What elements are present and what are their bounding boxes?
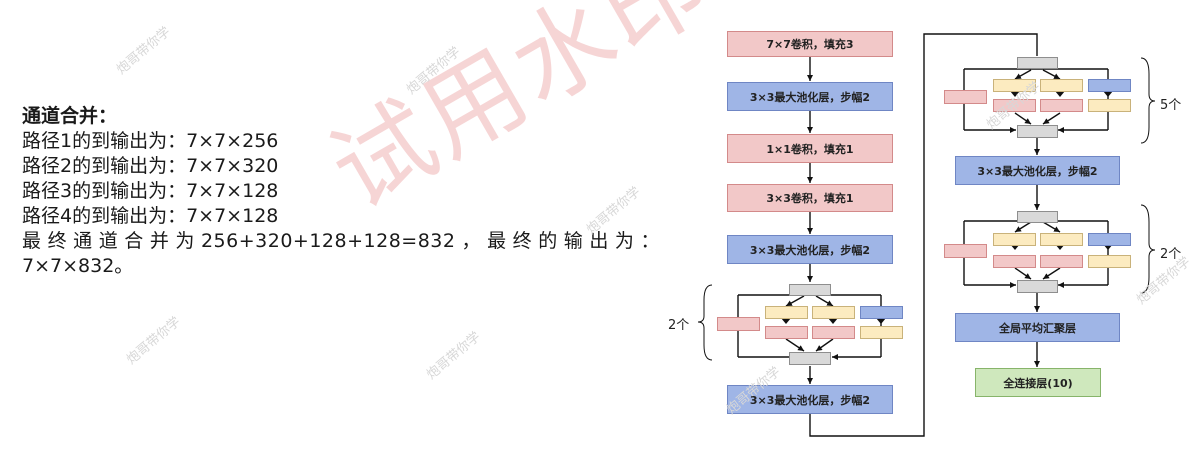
inception2-path2-conv2 <box>993 99 1036 112</box>
inception3-path3-conv1 <box>1040 233 1083 246</box>
layer-maxpool-2: 3×3最大池化层，步幅2 <box>727 235 893 264</box>
layer-fully-connected: 全连接层(10) <box>975 368 1101 397</box>
final-merge-line: 最终通道合并为256+320+128+128=832，最终的输出为： <box>22 230 660 252</box>
inception2-path4-conv <box>1088 99 1131 112</box>
inception2-path2-conv1 <box>993 79 1036 92</box>
inception2-path4-pool <box>1088 79 1131 92</box>
inception-path4-pool <box>860 306 903 319</box>
inception3-path1-conv <box>944 244 987 258</box>
inception2-path3-conv1 <box>1040 79 1083 92</box>
inception-path1-conv <box>717 317 760 331</box>
inception3-path3-conv2 <box>1040 255 1083 268</box>
merge-title: 通道合并： <box>22 105 118 127</box>
inception-concat-node-3 <box>1017 280 1058 293</box>
repeat-label-top-right: 5个 <box>1160 98 1182 113</box>
path1-line: 路径1的到输出为：7×7×256 <box>22 130 279 152</box>
inception-split-node-3 <box>1017 211 1058 223</box>
layer-conv3x3: 3×3卷积，填充1 <box>727 184 893 212</box>
inception-path2-conv2 <box>765 326 808 339</box>
inception-concat-node-2 <box>1017 125 1058 138</box>
layer-conv7x7: 7×7卷积，填充3 <box>727 31 893 57</box>
inception3-path4-pool <box>1088 233 1131 246</box>
path2-line: 路径2的到输出为：7×7×320 <box>22 155 279 177</box>
inception2-path1-conv <box>944 90 987 104</box>
inception-path2-conv1 <box>765 306 808 319</box>
inception-concat-node <box>789 352 831 365</box>
path3-line: 路径3的到输出为：7×7×128 <box>22 180 279 202</box>
layer-conv1x1: 1×1卷积，填充1 <box>727 134 893 163</box>
inception2-path3-conv2 <box>1040 99 1083 112</box>
layer-maxpool-4: 3×3最大池化层，步幅2 <box>955 156 1120 185</box>
inception-split-node-2 <box>1017 57 1058 69</box>
layer-global-avg-pool: 全局平均汇聚层 <box>955 313 1120 342</box>
channel-merge-text: 通道合并： 路径1的到输出为：7×7×256 路径2的到输出为：7×7×320 … <box>22 103 672 279</box>
final-output-line: 7×7×832。 <box>22 255 134 277</box>
inception-path3-conv1 <box>812 306 855 319</box>
repeat-label-left: 2个 <box>668 318 690 333</box>
layer-maxpool-3: 3×3最大池化层，步幅2 <box>727 385 893 414</box>
inception3-path2-conv2 <box>993 255 1036 268</box>
inception-path4-conv <box>860 326 903 339</box>
inception-path3-conv2 <box>812 326 855 339</box>
path4-line: 路径4的到输出为：7×7×128 <box>22 205 279 227</box>
inception3-path4-conv <box>1088 255 1131 268</box>
repeat-label-bottom-right: 2个 <box>1160 247 1182 262</box>
inception3-path2-conv1 <box>993 233 1036 246</box>
inception-split-node <box>789 284 831 296</box>
layer-maxpool-1: 3×3最大池化层，步幅2 <box>727 82 893 111</box>
